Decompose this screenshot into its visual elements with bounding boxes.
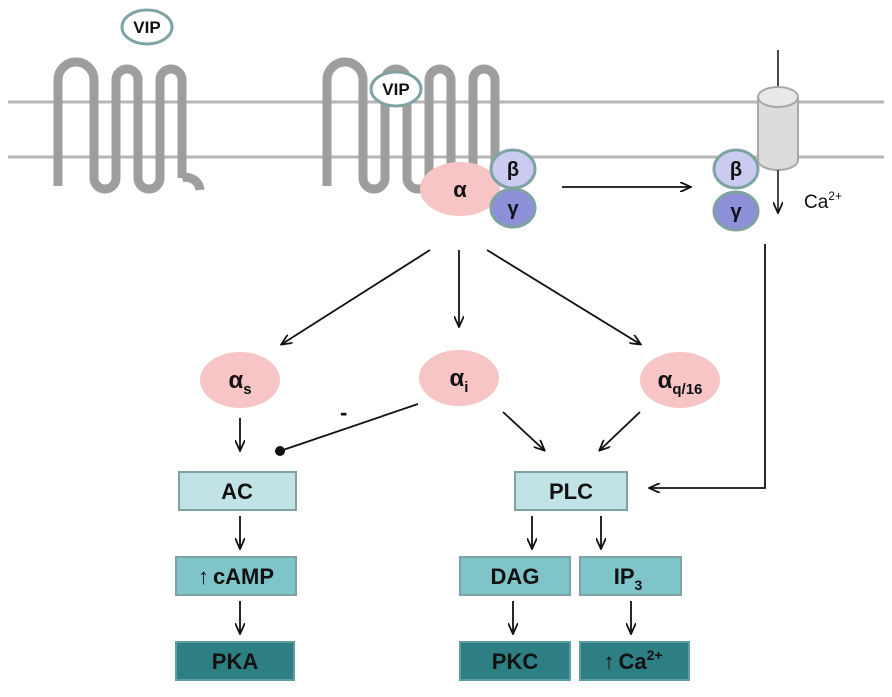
svg-text:↑cAMP: ↑cAMP <box>198 564 274 589</box>
receptor-unbound <box>53 57 205 194</box>
pkc-box: PKC <box>459 641 571 681</box>
svg-text:DAG: DAG <box>491 564 540 589</box>
svg-text:IP3: IP3 <box>614 564 643 593</box>
inhibition-sign: - <box>340 400 347 425</box>
svg-text:β: β <box>730 159 742 181</box>
svg-text:VIP: VIP <box>382 80 409 99</box>
ip3-box: IP3 <box>579 556 682 596</box>
arrow-beta-gamma-to-plc <box>650 244 766 488</box>
vip-ligand-free: VIP <box>120 8 174 46</box>
inhibition-end-dot <box>275 446 285 456</box>
svg-text:β: β <box>507 159 519 181</box>
svg-text:α: α <box>453 177 467 202</box>
arrow-alpha-i-to-plc <box>502 411 544 450</box>
arrow-alpha-q16-to-plc <box>600 411 641 450</box>
pka-box: PKA <box>175 641 295 681</box>
g-alpha-subunit: α <box>420 162 500 216</box>
alpha-i-subunit: αi <box>419 350 499 406</box>
svg-text:αi: αi <box>450 365 469 396</box>
camp-box: ↑cAMP <box>175 556 297 596</box>
svg-text:PKA: PKA <box>212 649 259 674</box>
free-beta-subunit: β <box>712 148 760 190</box>
svg-text:αs: αs <box>228 367 251 398</box>
alpha-q16-subunit: αq/16 <box>640 352 720 408</box>
arrow-to-alpha-s <box>282 249 431 344</box>
calcium-label: Ca2+ <box>804 189 842 213</box>
calcium-increase-box: ↑Ca2+ <box>579 641 690 681</box>
svg-text:PKC: PKC <box>492 649 539 674</box>
vip-ligand-bound: VIP <box>369 70 423 108</box>
free-gamma-subunit: γ <box>712 190 760 232</box>
calcium-channel <box>757 50 799 212</box>
ac-box: AC <box>178 471 297 511</box>
g-gamma-subunit: γ <box>489 187 537 229</box>
svg-text:VIP: VIP <box>133 18 160 37</box>
svg-text:↑Ca2+: ↑Ca2+ <box>603 647 662 674</box>
inhibition-line-alpha-i-to-ac <box>282 403 419 451</box>
svg-text:PLC: PLC <box>549 479 593 504</box>
plc-box: PLC <box>514 471 628 511</box>
arrow-to-alpha-q16 <box>486 249 640 344</box>
svg-text:AC: AC <box>221 479 253 504</box>
dag-box: DAG <box>459 556 571 596</box>
svg-text:αq/16: αq/16 <box>658 367 703 398</box>
svg-text:γ: γ <box>730 201 742 223</box>
svg-text:γ: γ <box>507 198 519 220</box>
alpha-s-subunit: αs <box>200 352 280 408</box>
g-beta-subunit: β <box>489 148 537 190</box>
